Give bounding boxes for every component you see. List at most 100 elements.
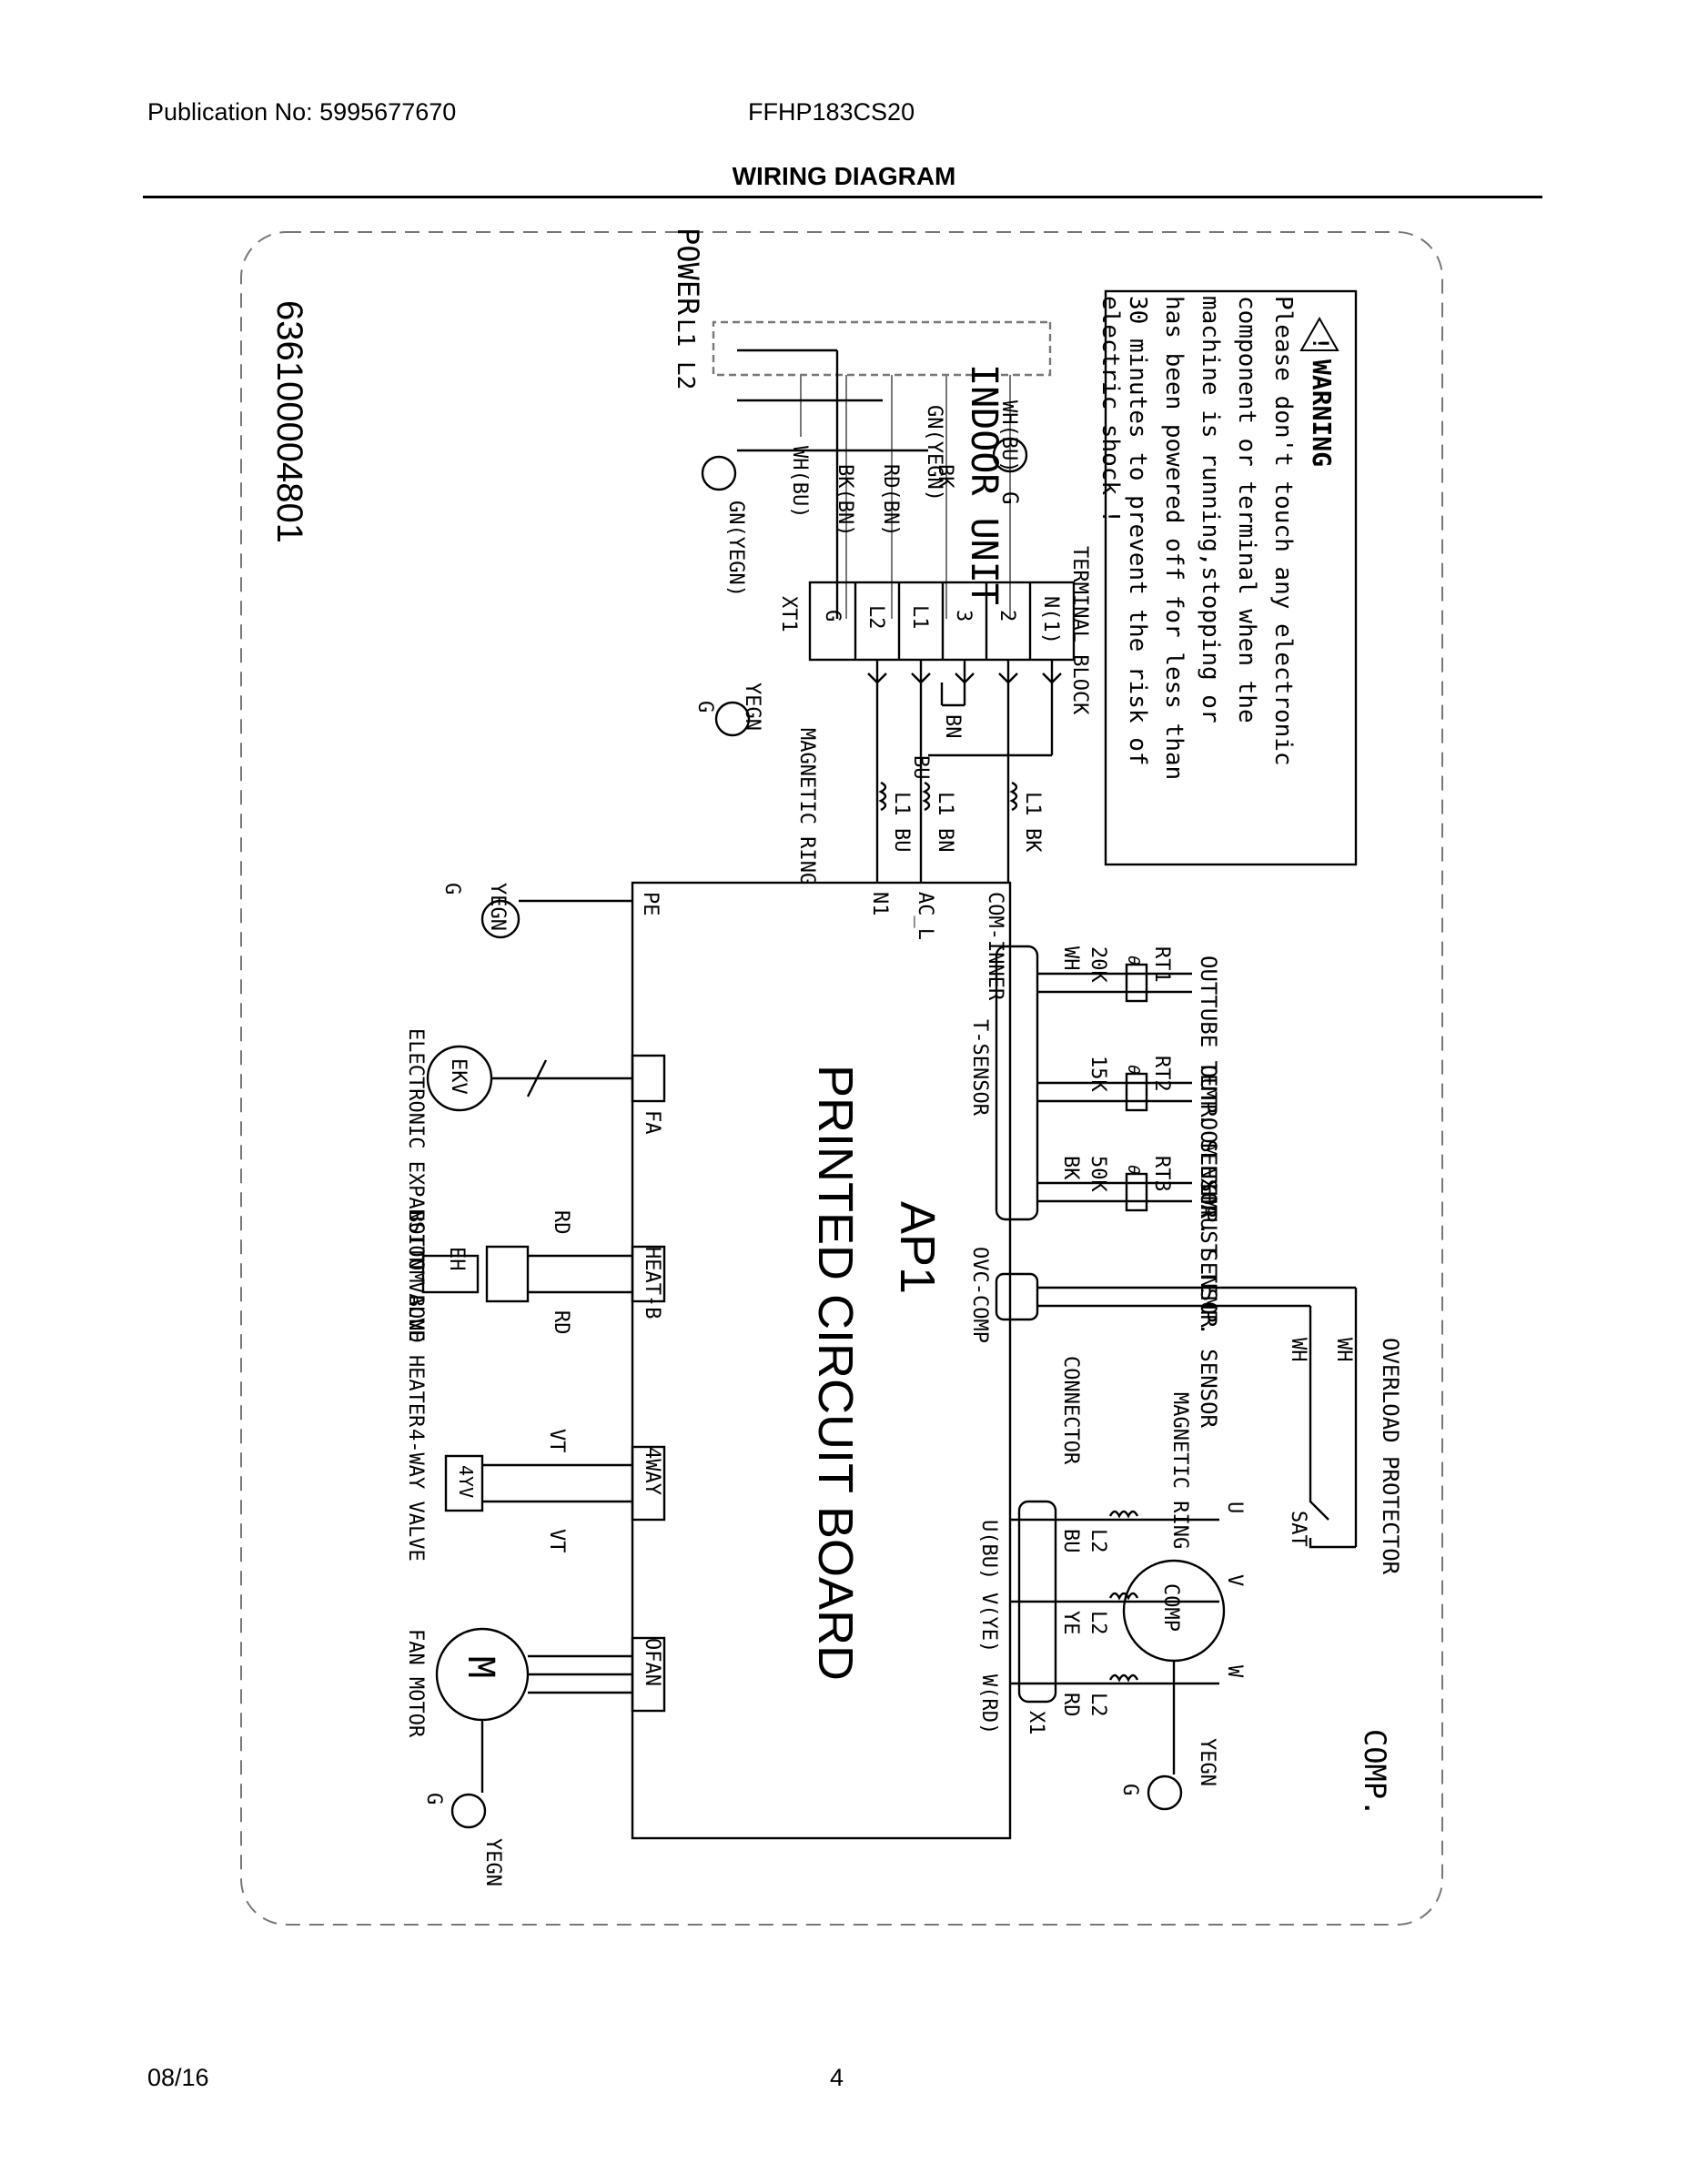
header-rule: [143, 196, 1542, 198]
page-number: 4: [830, 2064, 844, 2091]
heater-name: BOTTOM BOND HEATER: [404, 1210, 427, 1428]
warning-line-6: electric shock !: [1097, 296, 1124, 523]
comp-ground-wire: YEGN: [1196, 1738, 1218, 1786]
port-4way-label: 4WAY: [641, 1447, 663, 1495]
output-w: W(RD): [977, 1674, 1000, 1734]
coil-l2-u: [1108, 1510, 1139, 1519]
ekv-symbol: [426, 1045, 493, 1112]
x1-connector: [1017, 1500, 1057, 1704]
pe-ground-symbol: [480, 899, 521, 939]
part-code-group: 636100004801: [269, 300, 309, 543]
pcb-board: [631, 881, 1012, 1840]
port-heat-b-label: HEAT-B: [641, 1247, 663, 1319]
rt3-symbol: [1125, 1172, 1148, 1212]
fan-ground-label: G: [422, 1793, 445, 1805]
coil-label-bn: L1: [934, 792, 956, 816]
wire-label-1: WH(BU): [997, 400, 1020, 472]
input-ac-l: AC_L: [914, 892, 936, 940]
pcb-title: PRINTED CIRCUIT BOARD: [808, 1065, 863, 1681]
wire-label-3: RD(BN): [879, 464, 902, 536]
terminal-n1: N(1): [1039, 596, 1062, 644]
heater-element: [421, 1254, 480, 1294]
coil-label-bk: L1: [1021, 792, 1044, 816]
port-fa: [631, 1054, 666, 1103]
warning-title: WARNING: [1307, 359, 1337, 467]
rt3-value: 50K: [1087, 1156, 1109, 1192]
x1-label: X1: [1025, 1711, 1047, 1735]
terminal-g: G: [821, 610, 844, 622]
port-heat-b: [631, 1245, 666, 1303]
comp-wire-bu: BU: [1059, 1529, 1082, 1553]
port-fa-label: FA: [641, 1110, 663, 1135]
comp-terminal-u: U: [1223, 1502, 1246, 1513]
comp-terminal-w: W: [1223, 1665, 1246, 1678]
terminal-2: 2: [996, 610, 1018, 622]
terminal-l1: L1: [908, 605, 931, 630]
four-way-valve-coil: [444, 1454, 484, 1512]
overload-switch: [1309, 1429, 1356, 1549]
warning-line-5: 30 minutes to prevent the risk of: [1124, 296, 1151, 766]
sensor-outroom: OUTROOM TEMP. SENSOR: [1196, 1065, 1221, 1329]
power-ground-symbol: [701, 455, 737, 491]
warning-line-2: component or terminal when the: [1233, 296, 1260, 723]
overload-label: OVERLOAD PROTECTOR: [1378, 1338, 1403, 1575]
rt1-value: 20K: [1087, 946, 1109, 983]
coil-label-bu: L1: [890, 792, 913, 816]
wire-label-2: BK: [934, 464, 956, 489]
fan-ground-symbol: [450, 1793, 487, 1829]
indoor-unit-box: [712, 320, 1052, 377]
four-way-name: 4-WAY VALVE: [404, 1429, 427, 1562]
four-way-symbol: 4YV: [455, 1465, 477, 1498]
output-u: U(BU): [977, 1520, 1000, 1580]
heater-connector: [485, 1245, 530, 1303]
warning-line-3: machine is running,stopping or: [1197, 296, 1224, 723]
warning-line-4: has been powered off for less than: [1160, 296, 1188, 780]
warning-icon: !: [1299, 316, 1339, 351]
xt1-ground-label: G: [693, 701, 716, 713]
power-lines-label: L1 L2: [672, 318, 699, 389]
rt1-wire: WH: [1059, 946, 1082, 971]
indoor-ground-symbol: [992, 437, 1028, 473]
port-t-sensor-label: T-SENSOR: [968, 1019, 991, 1117]
xt1-ground-wire: YEGN: [741, 682, 763, 731]
sensor-outtube: OUTTUBE TEMP. SENSOR: [1196, 956, 1221, 1219]
rt2-theta: θ: [1124, 1065, 1143, 1075]
overload-wire-2: WH: [1287, 1338, 1309, 1362]
sensor-wires: [1037, 972, 1192, 1203]
xt1-label: XT1: [777, 596, 800, 632]
rt1-label: RT1: [1150, 946, 1173, 983]
comp-ground-symbol: [1147, 1774, 1183, 1811]
footer-date: 08/16: [147, 2064, 209, 2091]
part-code: 636100004801: [269, 300, 309, 543]
coil-wire-bk: BK: [1021, 828, 1044, 853]
comp-magnetic-ring: MAGNETIC RING: [1168, 1392, 1191, 1549]
rotated-schematic: ! WARNING Please don't touch any electro…: [404, 228, 1403, 1886]
coil-l1-bn: [922, 781, 931, 812]
connector-label: CONNECTOR: [1059, 1356, 1082, 1465]
port-4way: [631, 1445, 666, 1522]
overload-sat: SAT: [1287, 1511, 1309, 1547]
coil-l2-v: [1108, 1592, 1139, 1601]
diagram-border: [240, 231, 1443, 1926]
wire-label-5: WH(BU): [788, 446, 811, 518]
warning-line-1: Please don't touch any electronic: [1269, 296, 1297, 766]
power-label: POWER: [671, 228, 705, 316]
wire-label-0: GN(YEGN): [923, 405, 945, 501]
input-n1: N1: [868, 892, 891, 916]
port-ofan-label: OFAN: [641, 1638, 663, 1686]
terminal-l2: L2: [864, 605, 887, 630]
heater-eh: EH: [445, 1247, 468, 1271]
rt1-theta: θ: [1124, 956, 1143, 966]
pe-ground-wire: YEGN: [486, 883, 509, 931]
model-number: FFHP183CS20: [748, 98, 915, 126]
coil-l1-bu: [878, 781, 887, 812]
output-v: V(YE): [977, 1592, 1000, 1653]
coil-l2-w: [1108, 1673, 1139, 1683]
pcb-ap1: AP1: [890, 1201, 945, 1294]
ekv-label: EKV: [447, 1058, 470, 1095]
warning-box: [1104, 289, 1358, 866]
rt3-wire: BK: [1059, 1156, 1082, 1180]
four-way-wire-2: VT: [545, 1529, 568, 1553]
terminal-arrows: [867, 660, 1062, 684]
